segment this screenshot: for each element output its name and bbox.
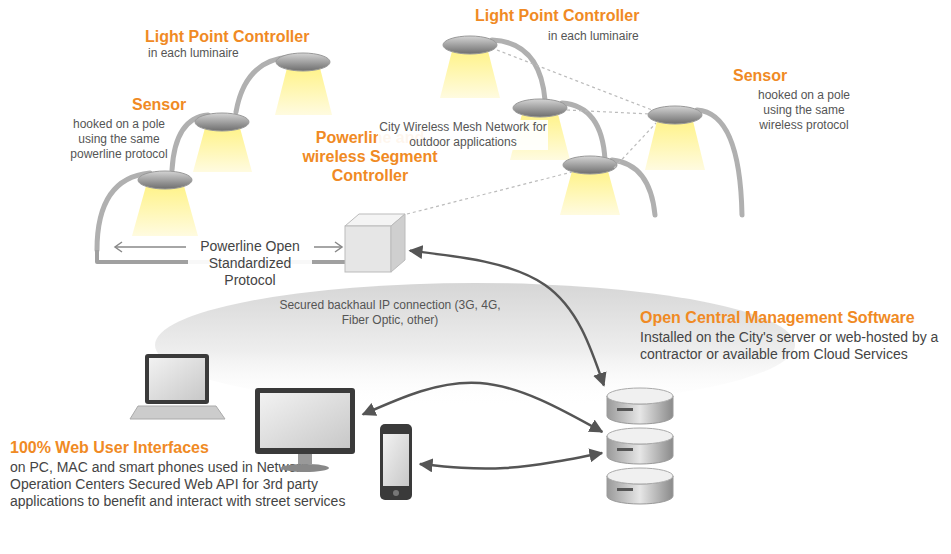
component-note: in each luminaire (548, 29, 658, 44)
protocol-label: Powerline Open Standardized Protocol (188, 238, 312, 289)
node-text-block: Open Central Management SoftwareInstalle… (640, 308, 940, 363)
luminaire-head (276, 53, 330, 71)
luminaire-head (513, 99, 567, 117)
phone-interface-part (383, 434, 409, 486)
powerline-arrow (335, 242, 342, 252)
monitor-interface-part (260, 393, 350, 448)
light-cone (560, 171, 620, 215)
central-server-part (607, 428, 673, 444)
network-label: City Wireless Mesh Network for outdoor a… (378, 120, 548, 150)
double-arrow-connector (410, 251, 604, 386)
segment-controller-part (345, 226, 391, 272)
powerline-arrow (115, 246, 186, 248)
monitor-interface-icon (250, 386, 360, 474)
monitor-interface-part (281, 464, 329, 472)
component-note: hooked on a pole using the same wireless… (745, 88, 863, 133)
lamp-pole (612, 160, 655, 215)
luminaire-head (138, 36, 702, 189)
light-cone (275, 68, 332, 115)
monitor-interface (250, 386, 360, 474)
luminaire-head (563, 156, 617, 174)
light-cone (132, 186, 198, 236)
central-server-part (617, 408, 633, 411)
segment-controller-part (391, 214, 405, 272)
backhaul-label: Secured backhaul IP connection (3G, 4G, … (270, 298, 510, 328)
lamp-pole (492, 40, 545, 100)
laptop-interface-part (149, 358, 205, 400)
phone-interface-icon (377, 422, 417, 504)
component-heading: Light Point Controller (145, 27, 345, 46)
wireless-mesh-link (567, 110, 650, 114)
wireless-mesh-link (614, 123, 656, 168)
central-server: Open Central Management SoftwareInstalle… (598, 308, 943, 508)
light-cone (132, 51, 705, 236)
luminaire-head (443, 36, 497, 54)
component-heading: Sensor (132, 95, 212, 114)
luminaire-head (648, 106, 702, 124)
laptop-interface-part (130, 406, 225, 419)
laptop-interface-icon (130, 352, 225, 422)
phone-interface-part (393, 490, 399, 496)
central-server-icon (605, 388, 675, 506)
component-note: hooked on a pole using the same powerlin… (60, 117, 178, 162)
central-server-part (617, 488, 633, 491)
node-description: Installed on the City's server or web-ho… (640, 329, 940, 363)
central-server-part (607, 468, 673, 484)
powerline-arrow (115, 242, 122, 252)
light-cone (193, 128, 252, 172)
monitor-interface-part (298, 454, 312, 464)
light-cone (645, 121, 705, 170)
component-heading: Sensor (733, 66, 813, 85)
luminaire-head (195, 113, 249, 131)
lamp-pole (97, 40, 742, 250)
light-cone (440, 51, 500, 98)
central-server-part (607, 388, 673, 404)
central-server-part (617, 448, 633, 451)
powerline-arrow (314, 246, 342, 248)
node-heading: Open Central Management Software (640, 308, 940, 327)
component-note: in each luminaire (148, 46, 268, 61)
phone-interface (377, 422, 417, 504)
lamp-pole (697, 110, 742, 215)
laptop-interface-part (145, 354, 209, 404)
component-heading: Light Point Controller (475, 6, 675, 25)
wireless-mesh-link (497, 50, 652, 110)
double-arrow-connector (420, 453, 602, 469)
luminaire-head (138, 171, 192, 189)
wireless-mesh-link (407, 172, 572, 214)
phone-interface-part (380, 424, 412, 500)
segment-controller-icon (345, 212, 407, 272)
monitor-interface-part (255, 388, 355, 454)
